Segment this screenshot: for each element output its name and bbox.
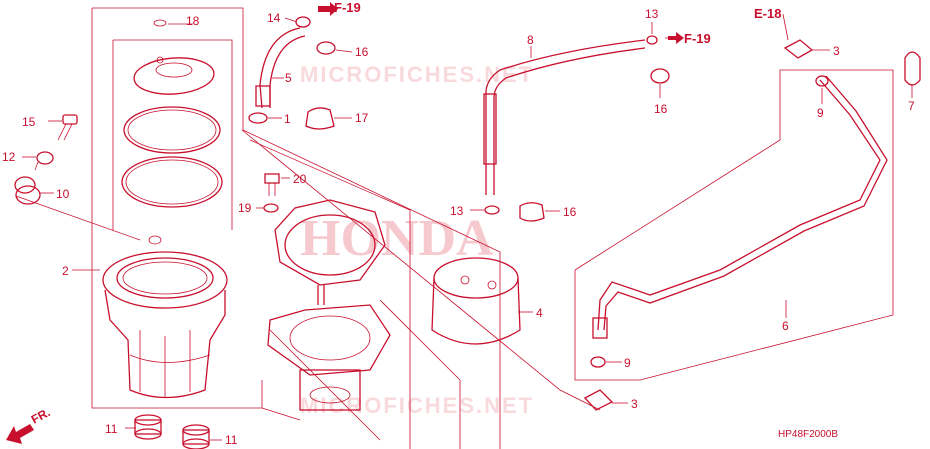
ref-e18: E-18 [754,6,781,21]
callout-6: 6 [782,319,789,333]
part-4-filter-cup [431,257,521,345]
part-12-collar [34,151,54,171]
part-16-clamp-c [519,202,545,222]
callout-2: 2 [62,264,69,278]
part-3-clamp-b [583,389,614,411]
part-18-cap-set [121,19,223,208]
callout-8: 8 [527,33,534,47]
part-2-fuel-tank [102,235,228,399]
part-6-fuel-pipe [592,75,888,339]
assembly-frame-mid [249,139,461,449]
part-8-fuel-hose [483,39,646,195]
callout-9-a: 9 [817,106,824,120]
callout-14: 14 [267,11,281,25]
part-20-bolt [264,173,280,196]
part-11-grommet-a [134,414,162,440]
callout-17: 17 [355,111,369,125]
callout-16-a: 16 [355,45,369,59]
leader-lines [15,13,913,441]
part-16-clamp-a [316,41,336,55]
part-3-clamp-a [783,39,814,59]
callout-5: 5 [285,71,292,85]
part-1-washer [248,112,268,124]
part-5-breather-hose [255,27,306,109]
ref-f19-top: F-19 [334,0,361,15]
part-19-washer [263,203,279,213]
front-direction-arrow-icon: FR. [6,405,52,444]
callout-12: 12 [2,150,16,164]
callout-1: 1 [284,112,291,126]
callout-19: 19 [238,201,252,215]
part-14-clip [295,16,311,28]
callout-13-a: 13 [645,7,659,21]
callout-11-a: 11 [105,422,118,436]
callout-4: 4 [536,306,543,320]
callout-9-b: 9 [624,356,631,370]
part-7-grommet [904,51,921,86]
part-11-grommet-b [182,424,210,449]
diagram-code: HP48F2000B [778,429,838,440]
part-16-clamp-b [650,68,670,84]
part-17-band [305,107,335,130]
part-15-bolt [57,114,78,141]
callout-7: 7 [908,99,915,113]
callout-3-a: 3 [833,44,840,58]
callout-20: 20 [293,172,307,186]
honda-watermark: HONDA [300,210,494,267]
assembly-frame-right [241,69,894,411]
part-9-clip-b [590,356,606,368]
assembly-frame-inner [112,39,233,230]
callout-16-c: 16 [563,205,577,219]
front-direction-label: FR. [29,405,53,426]
microfiches-watermark-bottom: MICROFICHES.NET [300,393,534,418]
callout-11-b: 11 [225,433,238,447]
callout-18: 18 [186,14,200,28]
arrow-icon-f19-right [668,32,684,44]
fuel-pump-gasket [274,199,386,286]
callout-3-b: 3 [631,397,638,411]
callout-15: 15 [22,115,36,129]
assembly-frame-left [91,7,501,449]
part-13-clip-a [646,35,658,45]
callout-16-b: 16 [654,102,668,116]
part-9-clip-a [815,75,829,87]
part-10-grommet [14,176,41,205]
callout-10: 10 [56,187,70,201]
arrow-icon-f19-top [318,2,338,16]
callout-13-b: 13 [450,204,464,218]
ref-f19-right: F-19 [684,31,711,46]
part-13-clip-b [484,205,500,215]
fuel-pump-unit [267,285,391,411]
